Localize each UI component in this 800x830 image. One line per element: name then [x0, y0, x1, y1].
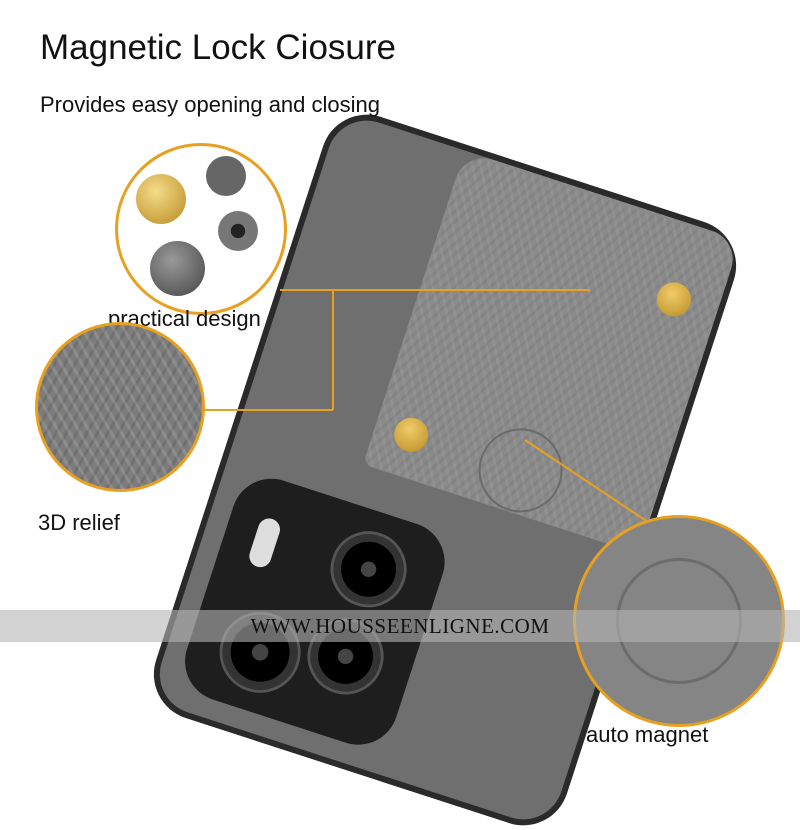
callout-circle-3d-relief: [35, 322, 205, 492]
snap-base-icon: [150, 241, 205, 296]
snap-socket-icon: [218, 211, 258, 251]
callout-line: [524, 439, 646, 540]
callout-circle-practical-design: [115, 143, 287, 315]
watermark: WWW.HOUSSEENLIGNE.COM: [0, 610, 800, 642]
snap-stud-icon: [206, 156, 246, 196]
callout-label: 3D relief: [38, 510, 120, 535]
snap-cap-icon: [136, 174, 186, 224]
page-subtitle: Provides easy opening and closing: [40, 92, 381, 117]
callout-label: auto magnet: [586, 722, 709, 747]
page-title: Magnetic Lock Ciosure: [40, 28, 396, 67]
